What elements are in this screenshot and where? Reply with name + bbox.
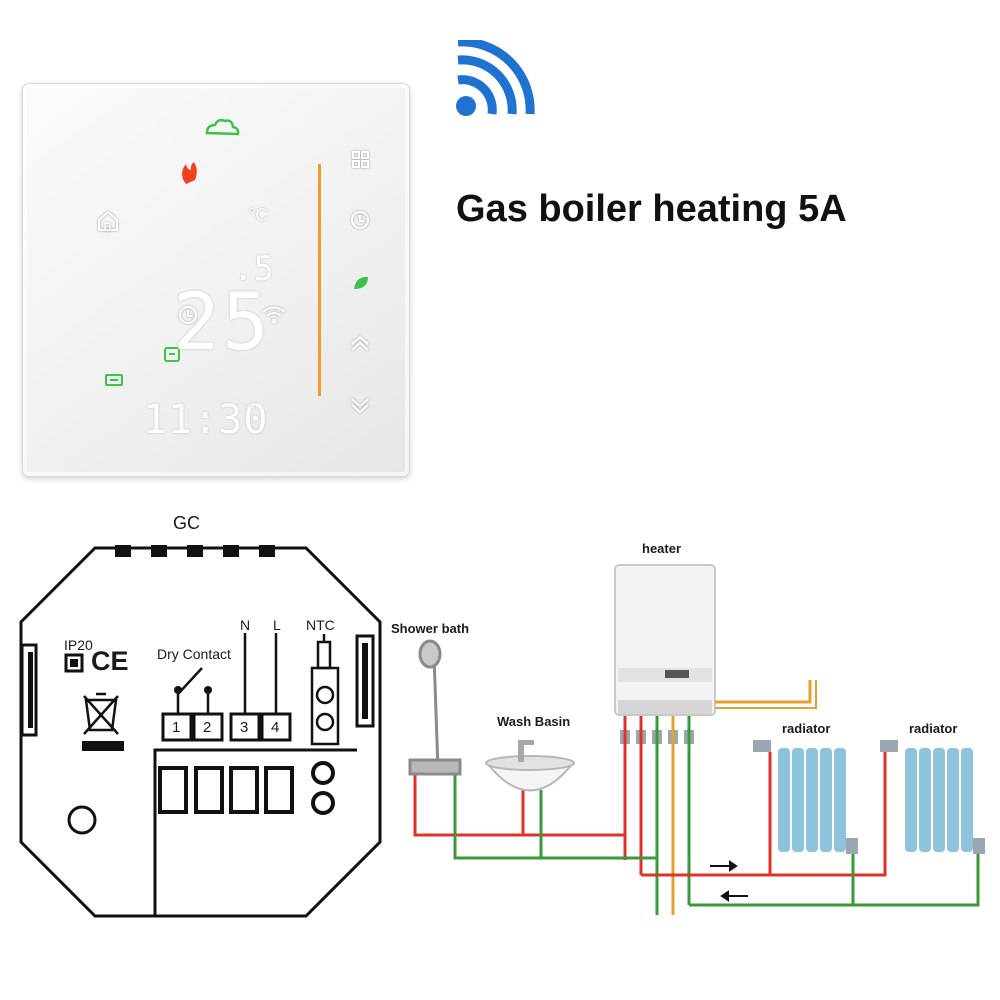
ntc-label: NTC xyxy=(306,617,335,633)
dry-contact-label: Dry Contact xyxy=(157,646,231,662)
model-label: GC xyxy=(173,513,200,533)
radiator-1-label: radiator xyxy=(782,721,831,736)
up-icon[interactable] xyxy=(351,335,369,351)
wifi-icon xyxy=(262,306,286,324)
weee-bin-icon xyxy=(83,692,119,735)
clock-period: PM xyxy=(244,402,258,412)
shower-fixture xyxy=(408,639,462,776)
terminal-1-label: 1 xyxy=(172,719,181,736)
temperature-decimal: .5 xyxy=(233,249,274,289)
lock-icon xyxy=(105,374,123,386)
wifi-logo-icon xyxy=(456,40,535,116)
l-label: L xyxy=(273,617,281,633)
temperature-unit: °C xyxy=(248,205,269,225)
ip-rating-label: IP20 xyxy=(64,637,93,653)
schedule-icon xyxy=(179,306,197,324)
flow-arrow-left xyxy=(720,890,748,902)
connector-blocks xyxy=(158,766,294,814)
wiring-diagram xyxy=(19,545,985,918)
shower-label: Shower bath xyxy=(391,621,470,636)
terminal-boxes xyxy=(161,712,292,742)
terminal-frame xyxy=(153,748,357,916)
cloud-icon[interactable] xyxy=(205,118,240,136)
flow-arrow-right xyxy=(710,860,738,872)
basin-label: Wash Basin xyxy=(497,714,571,729)
temperature-bar[interactable] xyxy=(318,164,321,396)
product-headline: Gas boiler heating 5A xyxy=(456,188,847,230)
ce-mark: CE xyxy=(91,646,129,676)
radiator-2-label: radiator xyxy=(909,721,958,736)
home-icon[interactable] xyxy=(98,210,118,231)
heater-unit xyxy=(614,564,716,716)
terminal-3-label: 3 xyxy=(240,719,249,736)
leaf-icon[interactable] xyxy=(354,276,368,289)
flame-icon xyxy=(182,162,197,184)
terminal-4-label: 4 xyxy=(271,719,280,736)
timer-icon xyxy=(164,347,180,362)
back-plate xyxy=(19,546,382,918)
terminal-2-label: 2 xyxy=(203,719,212,736)
radiator-2 xyxy=(905,748,973,852)
clock-icon[interactable] xyxy=(351,211,369,229)
thermostat-panel: 25 .5 °C 11:30 PM xyxy=(22,83,410,477)
screw-hole xyxy=(67,805,97,835)
weee-bar xyxy=(82,741,124,751)
down-icon[interactable] xyxy=(351,398,369,414)
grid-icon[interactable] xyxy=(352,151,369,168)
clock-display: 11:30 xyxy=(143,397,269,443)
heater-label: heater xyxy=(642,541,682,556)
top-tabs xyxy=(115,545,275,557)
radiator-1 xyxy=(778,748,846,852)
basin-fixture xyxy=(484,740,576,792)
temperature-display: 25 xyxy=(173,278,271,368)
n-label: N xyxy=(240,617,251,633)
ip-square-icon xyxy=(64,653,84,673)
